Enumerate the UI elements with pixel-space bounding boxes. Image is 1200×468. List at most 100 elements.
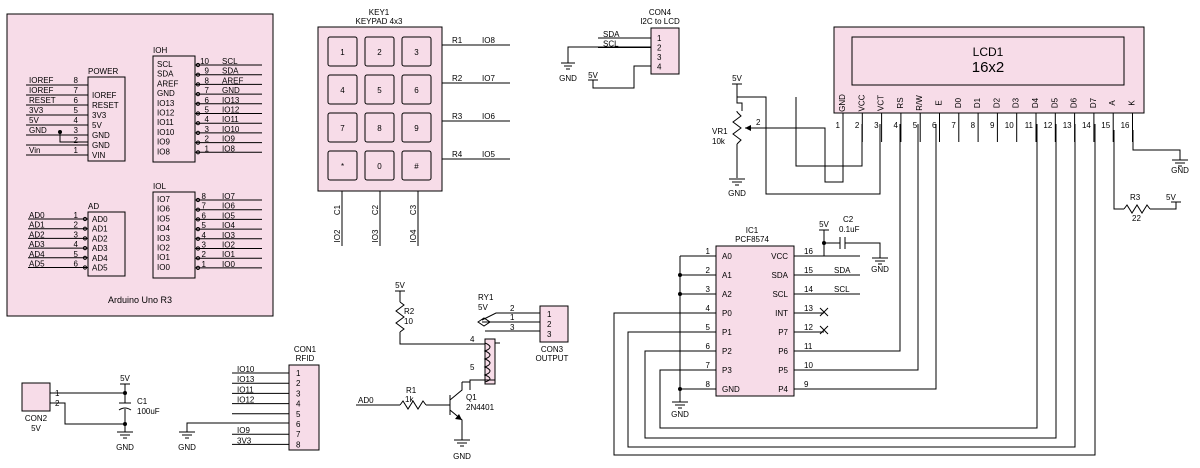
lcd-pin-num: 5 xyxy=(913,121,918,130)
lcd-vct-wire xyxy=(737,96,881,195)
iol-pin-name: IO1 xyxy=(157,253,170,262)
lcd-pin-num: 16 xyxy=(1121,121,1130,130)
ad-pin-num: 4 xyxy=(74,240,79,249)
keypad-key xyxy=(364,36,395,67)
con1-pin-num: 4 xyxy=(296,400,301,409)
ioh-pin-name: AREF xyxy=(157,79,178,88)
ic1-lcd-wiring xyxy=(613,124,1096,456)
iol-pin-num: 3 xyxy=(202,241,207,250)
power-pin-net: 3V3 xyxy=(29,106,44,115)
lcd-ref: LCD1 xyxy=(973,45,1004,59)
q1-emitter-arrow xyxy=(455,414,462,420)
con1-ref: CON1 xyxy=(294,345,317,354)
ad-pin-ring xyxy=(82,226,88,231)
ic1-right-pin-num: 15 xyxy=(804,266,813,275)
ioh-pin-name: IO9 xyxy=(157,138,170,147)
ad-pin-net: AD4 xyxy=(29,250,45,259)
power-pin-net: Vin xyxy=(29,146,40,155)
con4-pin-num: 3 xyxy=(657,53,662,62)
iol-pin-num: 2 xyxy=(202,250,207,259)
ad-pin-ring xyxy=(82,216,88,222)
lcd-pin-name: D1 xyxy=(973,97,982,108)
r2-ref: R2 xyxy=(404,307,415,316)
keypad-row-pin: R4 xyxy=(452,150,463,159)
r1-net-label: AD0 xyxy=(358,396,374,405)
keypad-row-pin: R3 xyxy=(452,112,463,121)
keypad-key-label: # xyxy=(414,162,419,171)
ic1-right-pin-name: P5 xyxy=(778,366,788,375)
vr1-ground-symbol xyxy=(729,178,745,186)
power-pin-net: RESET xyxy=(29,96,56,105)
keypad-key xyxy=(327,112,358,143)
ioh-pin-name: IO12 xyxy=(157,109,175,118)
q1-ground-symbol xyxy=(454,439,470,447)
power-pin-num: 5 xyxy=(74,106,79,115)
lcd-pin-name: K xyxy=(1128,100,1137,106)
power-gnd-tie xyxy=(59,132,88,143)
con1-gnd-wire xyxy=(186,422,289,432)
power-pins: 8IOREF7IOREFIOREF6RESETRESET53V33V345V5V… xyxy=(26,76,119,160)
keypad-col-net: IO3 xyxy=(371,229,380,242)
c1-value: 100uF xyxy=(137,407,160,416)
q1-gnd-label: GND xyxy=(453,452,471,461)
ad-header-label: AD xyxy=(88,202,99,211)
r3-block: 5V R3 22 xyxy=(1113,130,1181,223)
ic1-right-pin-net: SCL xyxy=(834,285,850,294)
power-header-body xyxy=(87,76,126,162)
lcd-pin-name: RS xyxy=(896,97,905,108)
lcd-pin-num: 1 xyxy=(836,121,841,130)
lcd-pin-name: D2 xyxy=(992,97,1001,108)
iol-pin-name: IO4 xyxy=(157,224,170,233)
r3-net-label: 5V xyxy=(1166,193,1176,202)
power-pin-name: 3V3 xyxy=(92,111,107,120)
ic1-left-pin-num: 2 xyxy=(706,266,711,275)
vr1-wiper-wire xyxy=(745,124,844,183)
lcd-pin-num: 8 xyxy=(971,121,976,130)
power-pin-num: 8 xyxy=(74,76,79,85)
ioh-pin-name: IO11 xyxy=(157,118,174,127)
ic1-left-pin-num: 7 xyxy=(706,361,711,370)
vr1-wiper-label: 2 xyxy=(756,118,761,127)
vr1-block: 5V 2 VR1 10k GND xyxy=(712,74,881,198)
con1-body xyxy=(288,364,320,451)
ioh-pin-num: 9 xyxy=(205,67,210,76)
ioh-pin-num: 8 xyxy=(205,76,210,85)
ry1-coil-winding xyxy=(483,342,491,383)
lcd-pin-name: VCT xyxy=(877,95,886,111)
iol-pin-net: IO1 xyxy=(222,250,235,259)
c1-ground-symbol xyxy=(117,431,133,439)
lcd-pin-num: 7 xyxy=(951,121,956,130)
r2-value: 10 xyxy=(404,317,413,326)
c1-plate-b xyxy=(118,407,132,411)
ioh-pin-name: SCL xyxy=(157,60,173,69)
ic1-right-pin-num: 13 xyxy=(804,304,813,313)
ad-pin-num: 6 xyxy=(74,260,79,269)
ic1-right-pin-num: 9 xyxy=(804,380,809,389)
keypad-ref: KEY1 xyxy=(369,8,390,17)
keypad-key-label: 0 xyxy=(377,162,382,171)
ad-pin-num: 5 xyxy=(74,250,79,259)
lcd-type: 16x2 xyxy=(972,59,1005,76)
ad-pin-name: AD2 xyxy=(92,234,108,243)
ioh-pin-num: 6 xyxy=(205,96,210,105)
c1-vcc-label: 5V xyxy=(120,374,130,383)
ic1-right-pin-name: SDA xyxy=(772,271,789,280)
ad-pin-num: 2 xyxy=(74,221,79,230)
c2-gnd-label: GND xyxy=(871,265,889,274)
keypad-key xyxy=(327,36,358,67)
ry1-pin-4: 4 xyxy=(470,335,475,344)
iol-pin-net: IO3 xyxy=(222,231,235,240)
ic1-left-pin-num: 1 xyxy=(706,247,711,256)
q1-collector xyxy=(449,382,463,401)
con4-gnd-label: GND xyxy=(559,74,577,83)
lcd-k-wire xyxy=(1132,130,1181,160)
lcd-pin-name: D0 xyxy=(954,97,963,108)
iol-pin-name: IO7 xyxy=(157,195,170,204)
con2-value: 5V xyxy=(31,424,41,433)
keypad-key xyxy=(327,150,358,181)
r2-bottom-wire xyxy=(399,332,485,345)
keypad-key-label: 1 xyxy=(340,48,345,57)
